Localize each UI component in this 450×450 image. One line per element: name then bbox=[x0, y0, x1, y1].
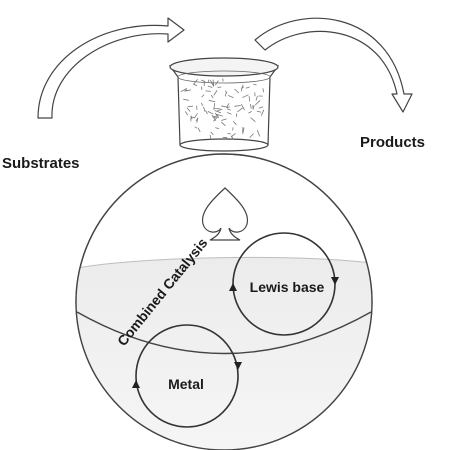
neck-particle bbox=[232, 127, 234, 131]
neck-particle bbox=[242, 94, 249, 99]
substrates-label: Substrates bbox=[2, 155, 80, 172]
neck-particle bbox=[184, 111, 189, 116]
metal-label: Metal bbox=[168, 376, 204, 392]
neck-particle bbox=[234, 105, 241, 107]
neck-particle bbox=[194, 113, 198, 119]
neck-particle bbox=[242, 127, 245, 135]
substrates-arrow bbox=[37, 17, 185, 119]
neck-particle bbox=[213, 103, 216, 110]
neck-particle bbox=[248, 111, 252, 114]
neck-particle bbox=[260, 109, 265, 116]
neck-particle bbox=[228, 95, 234, 99]
neck-particle bbox=[217, 86, 222, 88]
lewis-base-cycle: Lewis base bbox=[229, 232, 339, 336]
neck-particle bbox=[230, 135, 234, 140]
neck-particle bbox=[249, 133, 254, 138]
neck-particle bbox=[207, 111, 214, 115]
neck-particle bbox=[213, 90, 218, 96]
neck-particle bbox=[221, 121, 226, 127]
neck-particle bbox=[214, 80, 219, 86]
neck-particle bbox=[194, 126, 198, 129]
neck-particle bbox=[262, 88, 264, 93]
neck-particle bbox=[203, 106, 206, 112]
neck-particle bbox=[205, 110, 208, 115]
neck-particle bbox=[190, 115, 193, 120]
metal-arrowhead-right bbox=[234, 362, 242, 370]
neck-particle bbox=[215, 127, 220, 130]
flask-neck bbox=[168, 57, 280, 152]
metal-circle bbox=[135, 324, 239, 428]
neck-particle bbox=[180, 88, 188, 93]
neck-particle bbox=[256, 129, 261, 137]
neck-particle bbox=[227, 132, 232, 135]
neck-particle bbox=[226, 103, 230, 108]
neck-particle bbox=[250, 103, 252, 109]
neck-particle bbox=[201, 86, 203, 90]
neck-particle bbox=[222, 136, 228, 139]
neck-particle bbox=[256, 110, 262, 113]
neck-particle bbox=[245, 86, 250, 89]
products-arrow bbox=[254, 17, 413, 113]
neck-particle bbox=[184, 89, 189, 91]
neck-particle bbox=[253, 83, 257, 86]
neck-particle bbox=[210, 131, 214, 135]
neck-particle bbox=[255, 100, 261, 106]
neck-particle bbox=[233, 121, 237, 125]
spade-bubble bbox=[201, 187, 249, 241]
neck-particle bbox=[227, 112, 232, 115]
neck-particle bbox=[250, 117, 256, 123]
neck-particle bbox=[201, 102, 203, 106]
neck-particle bbox=[210, 94, 214, 99]
neck-particle bbox=[248, 96, 251, 102]
neck-particle bbox=[252, 105, 254, 109]
neck-particle bbox=[186, 107, 191, 112]
neck-particle bbox=[207, 85, 213, 88]
neck-particle bbox=[258, 106, 264, 109]
lewis-base-arrowhead-left bbox=[229, 283, 237, 291]
metal-arrowhead-left bbox=[132, 380, 140, 388]
neck-particle bbox=[197, 127, 201, 133]
neck-particle bbox=[213, 115, 217, 118]
neck-particle bbox=[237, 107, 243, 113]
neck-particle bbox=[195, 117, 199, 122]
metal-cycle: Metal bbox=[132, 324, 242, 428]
neck-particle bbox=[225, 90, 228, 94]
lewis-base-arrowhead-right bbox=[331, 277, 339, 285]
neck-particle bbox=[205, 90, 211, 92]
neck-particle bbox=[208, 99, 216, 103]
neck-particle bbox=[221, 118, 227, 121]
products-label: Products bbox=[360, 134, 425, 151]
neck-particle bbox=[224, 92, 227, 97]
neck-particle bbox=[213, 116, 218, 122]
neck-particle bbox=[215, 113, 223, 117]
neck-particle bbox=[209, 79, 214, 87]
neck-particle bbox=[193, 78, 198, 85]
neck-particle bbox=[192, 83, 198, 87]
neck-particle bbox=[183, 98, 190, 101]
neck-particle bbox=[207, 79, 210, 83]
lewis-base-label: Lewis base bbox=[250, 279, 325, 295]
neck-particle bbox=[240, 104, 245, 111]
neck-particle bbox=[211, 114, 217, 121]
flask bbox=[75, 153, 373, 450]
neck-particle bbox=[190, 116, 195, 119]
neck-particle bbox=[221, 105, 228, 108]
neck-particle bbox=[240, 84, 244, 92]
liquid bbox=[76, 256, 372, 450]
liquid-surface-line bbox=[76, 311, 372, 355]
neck-particle bbox=[209, 134, 212, 140]
neck-particle bbox=[252, 104, 255, 110]
neck-particle bbox=[214, 110, 222, 114]
neck-particles bbox=[180, 78, 265, 140]
neck-particle bbox=[226, 106, 231, 109]
neck-particle bbox=[226, 108, 231, 111]
neck-particle bbox=[201, 94, 205, 98]
neck-particle bbox=[255, 95, 258, 101]
neck-particle bbox=[234, 88, 240, 94]
neck-particle bbox=[216, 108, 223, 112]
